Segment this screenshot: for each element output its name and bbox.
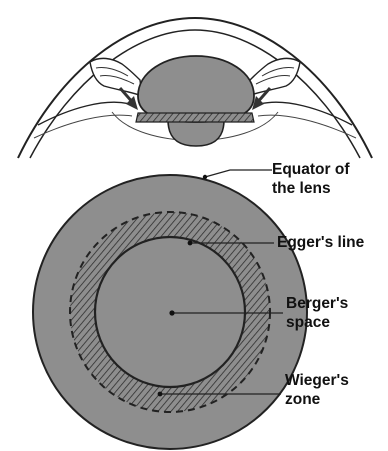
equator-label: Equator of the lens bbox=[272, 160, 350, 198]
lens-posterior-view bbox=[33, 170, 307, 449]
equator-label-line2: the lens bbox=[272, 179, 350, 198]
wiegers-label-line1: Wieger's bbox=[285, 371, 349, 390]
bergers-space-label: Berger's space bbox=[286, 294, 348, 332]
wiegers-zone-label: Wieger's zone bbox=[285, 371, 349, 409]
wiegers-ligament-strip bbox=[136, 113, 254, 122]
eggers-line-label-text: Egger's line bbox=[277, 233, 364, 252]
eggers-line-label: Egger's line bbox=[277, 233, 364, 252]
equator-label-line1: Equator of bbox=[272, 160, 350, 179]
wiegers-label-line2: zone bbox=[285, 390, 349, 409]
bergers-label-line1: Berger's bbox=[286, 294, 348, 313]
eye-cross-section bbox=[18, 18, 372, 158]
bergers-label-line2: space bbox=[286, 313, 348, 332]
lens-body bbox=[138, 56, 254, 122]
equator-leader bbox=[205, 170, 272, 177]
lens-posterior-bulge bbox=[168, 120, 224, 146]
